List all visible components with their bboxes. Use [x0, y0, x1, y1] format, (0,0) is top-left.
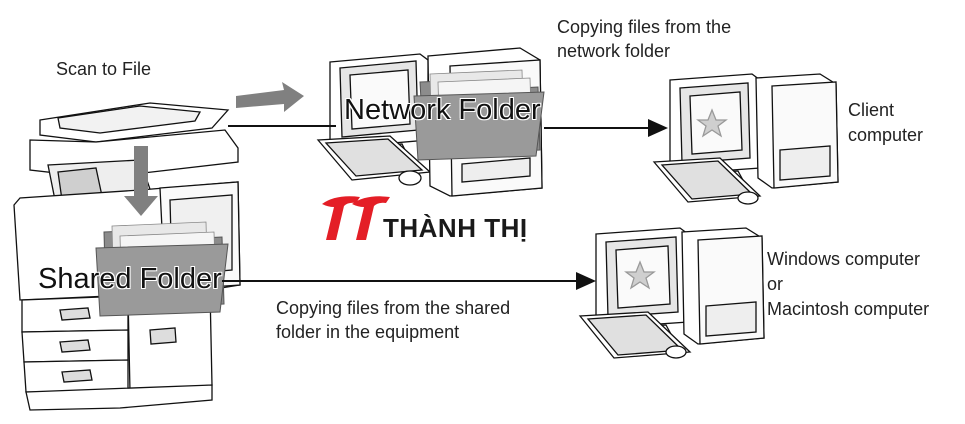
network-folder-label: Network Folder [344, 94, 541, 126]
shared-folder-label: Shared Folder [38, 263, 222, 295]
windows-computer-label-line3: Macintosh computer [767, 299, 930, 319]
copy-shared-label-line1: Copying files from the shared [276, 298, 511, 318]
scan-to-network-arrow [236, 82, 304, 112]
thanh-thi-logo-mark [322, 196, 390, 240]
client-computer-label-line1: Client [848, 100, 895, 120]
copy-network-label-line1: Copying files from the [557, 17, 732, 37]
copy-network-label-line2: network folder [557, 41, 671, 61]
windows-mac-computer-icon [578, 227, 765, 359]
copy-shared-label-line2: folder in the equipment [276, 322, 460, 342]
windows-computer-label-line1: Windows computer [767, 249, 921, 269]
star-icon-2 [624, 260, 656, 290]
scan-down-arrow [124, 146, 158, 216]
client-computer-label-line2: computer [848, 125, 924, 145]
scan-to-file-label: Scan to File [56, 59, 152, 79]
watermark-text: THÀNH THỊ [383, 213, 528, 243]
shared-folder-icon [95, 221, 229, 317]
windows-computer-label-line2: or [767, 274, 784, 294]
connector-shared-to-windows [222, 272, 596, 290]
connector-network-to-client [544, 119, 668, 137]
client-computer-icon [652, 73, 839, 205]
network-folder-icon [413, 69, 545, 161]
star-icon [696, 108, 728, 138]
